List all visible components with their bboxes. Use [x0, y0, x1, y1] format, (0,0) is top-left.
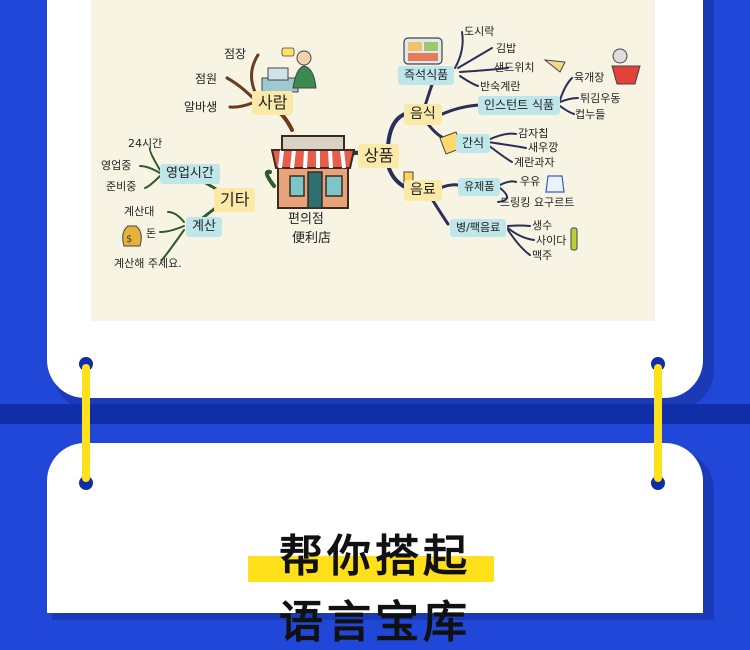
people-item-1: 점원: [195, 72, 218, 86]
center-label-zh: 便利店: [292, 231, 332, 246]
pay-item-1: 돈: [146, 227, 157, 240]
bottle-label: 병/팩음료: [450, 219, 507, 238]
cashier-icon: [261, 47, 317, 93]
dairy-item-1: 드링킹 요구르트: [500, 196, 575, 209]
pay-item-0: 계산대: [124, 205, 155, 218]
store-icon: [270, 135, 356, 209]
svg-text:$: $: [126, 234, 132, 245]
hours-item-0: 24시간: [128, 137, 163, 150]
snack-item-1: 새우깡: [528, 141, 559, 154]
mindmap-branches: $: [122, 31, 641, 261]
instant-item-0: 도시락: [464, 25, 495, 38]
instant-item-2: 샌드위치: [494, 61, 535, 74]
divider-band: [0, 404, 750, 424]
pay-item-2: 계산해 주세요.: [114, 257, 182, 270]
hours-item-1: 영업중: [101, 159, 132, 172]
food-label: 음식: [404, 104, 442, 126]
instant-food-item-2: 컵누들: [575, 108, 606, 121]
other-label: 기타: [214, 188, 256, 212]
bottle-item-1: 사이다: [536, 234, 567, 247]
instant-item-3: 반숙계란: [480, 80, 521, 93]
instant-food-item-1: 튀김우동: [580, 92, 621, 105]
instant-item-1: 김밥: [496, 42, 517, 55]
people-item-2: 알바생: [184, 100, 218, 114]
center-label-ko: 편의점: [288, 212, 324, 227]
instant-food-item-0: 육개장: [574, 71, 605, 84]
people-item-0: 점장: [224, 47, 247, 61]
heading-line-2: 语言宝库: [279, 597, 471, 648]
dairy-label: 유제품: [458, 178, 501, 197]
pay-label: 계산: [186, 217, 222, 238]
dairy-item-0: 우유: [520, 175, 541, 188]
heading-line-1: 帮你搭起: [279, 531, 471, 582]
money-bag-icon: $: [122, 225, 142, 247]
hours-item-2: 준비중: [106, 180, 137, 193]
bottle-item-0: 생수: [532, 219, 553, 232]
instant-label: 즉석식품: [398, 66, 455, 86]
milk-icon: [545, 175, 565, 193]
heading-highlight: [248, 556, 494, 582]
goods-label: 상품: [358, 144, 400, 168]
people-label: 사람: [252, 91, 294, 115]
drink-label: 음료: [404, 180, 442, 202]
instant-food-label: 인스턴트 식품: [478, 96, 561, 116]
snack-item-0: 감자칩: [518, 127, 549, 140]
snack-label: 간식: [456, 134, 491, 154]
lunchbox-icon: [403, 37, 443, 65]
binder-rod-right: [654, 364, 662, 482]
sandwich-icon: [543, 59, 566, 73]
binder-rod-left: [82, 364, 90, 482]
noodle-cup-icon: [611, 48, 641, 85]
bottle-icon: [570, 227, 578, 251]
hours-label: 영업시간: [160, 164, 220, 185]
bottle-item-2: 맥주: [532, 249, 553, 262]
bottom-card: [47, 443, 703, 613]
snack-item-2: 계란과자: [514, 156, 555, 169]
